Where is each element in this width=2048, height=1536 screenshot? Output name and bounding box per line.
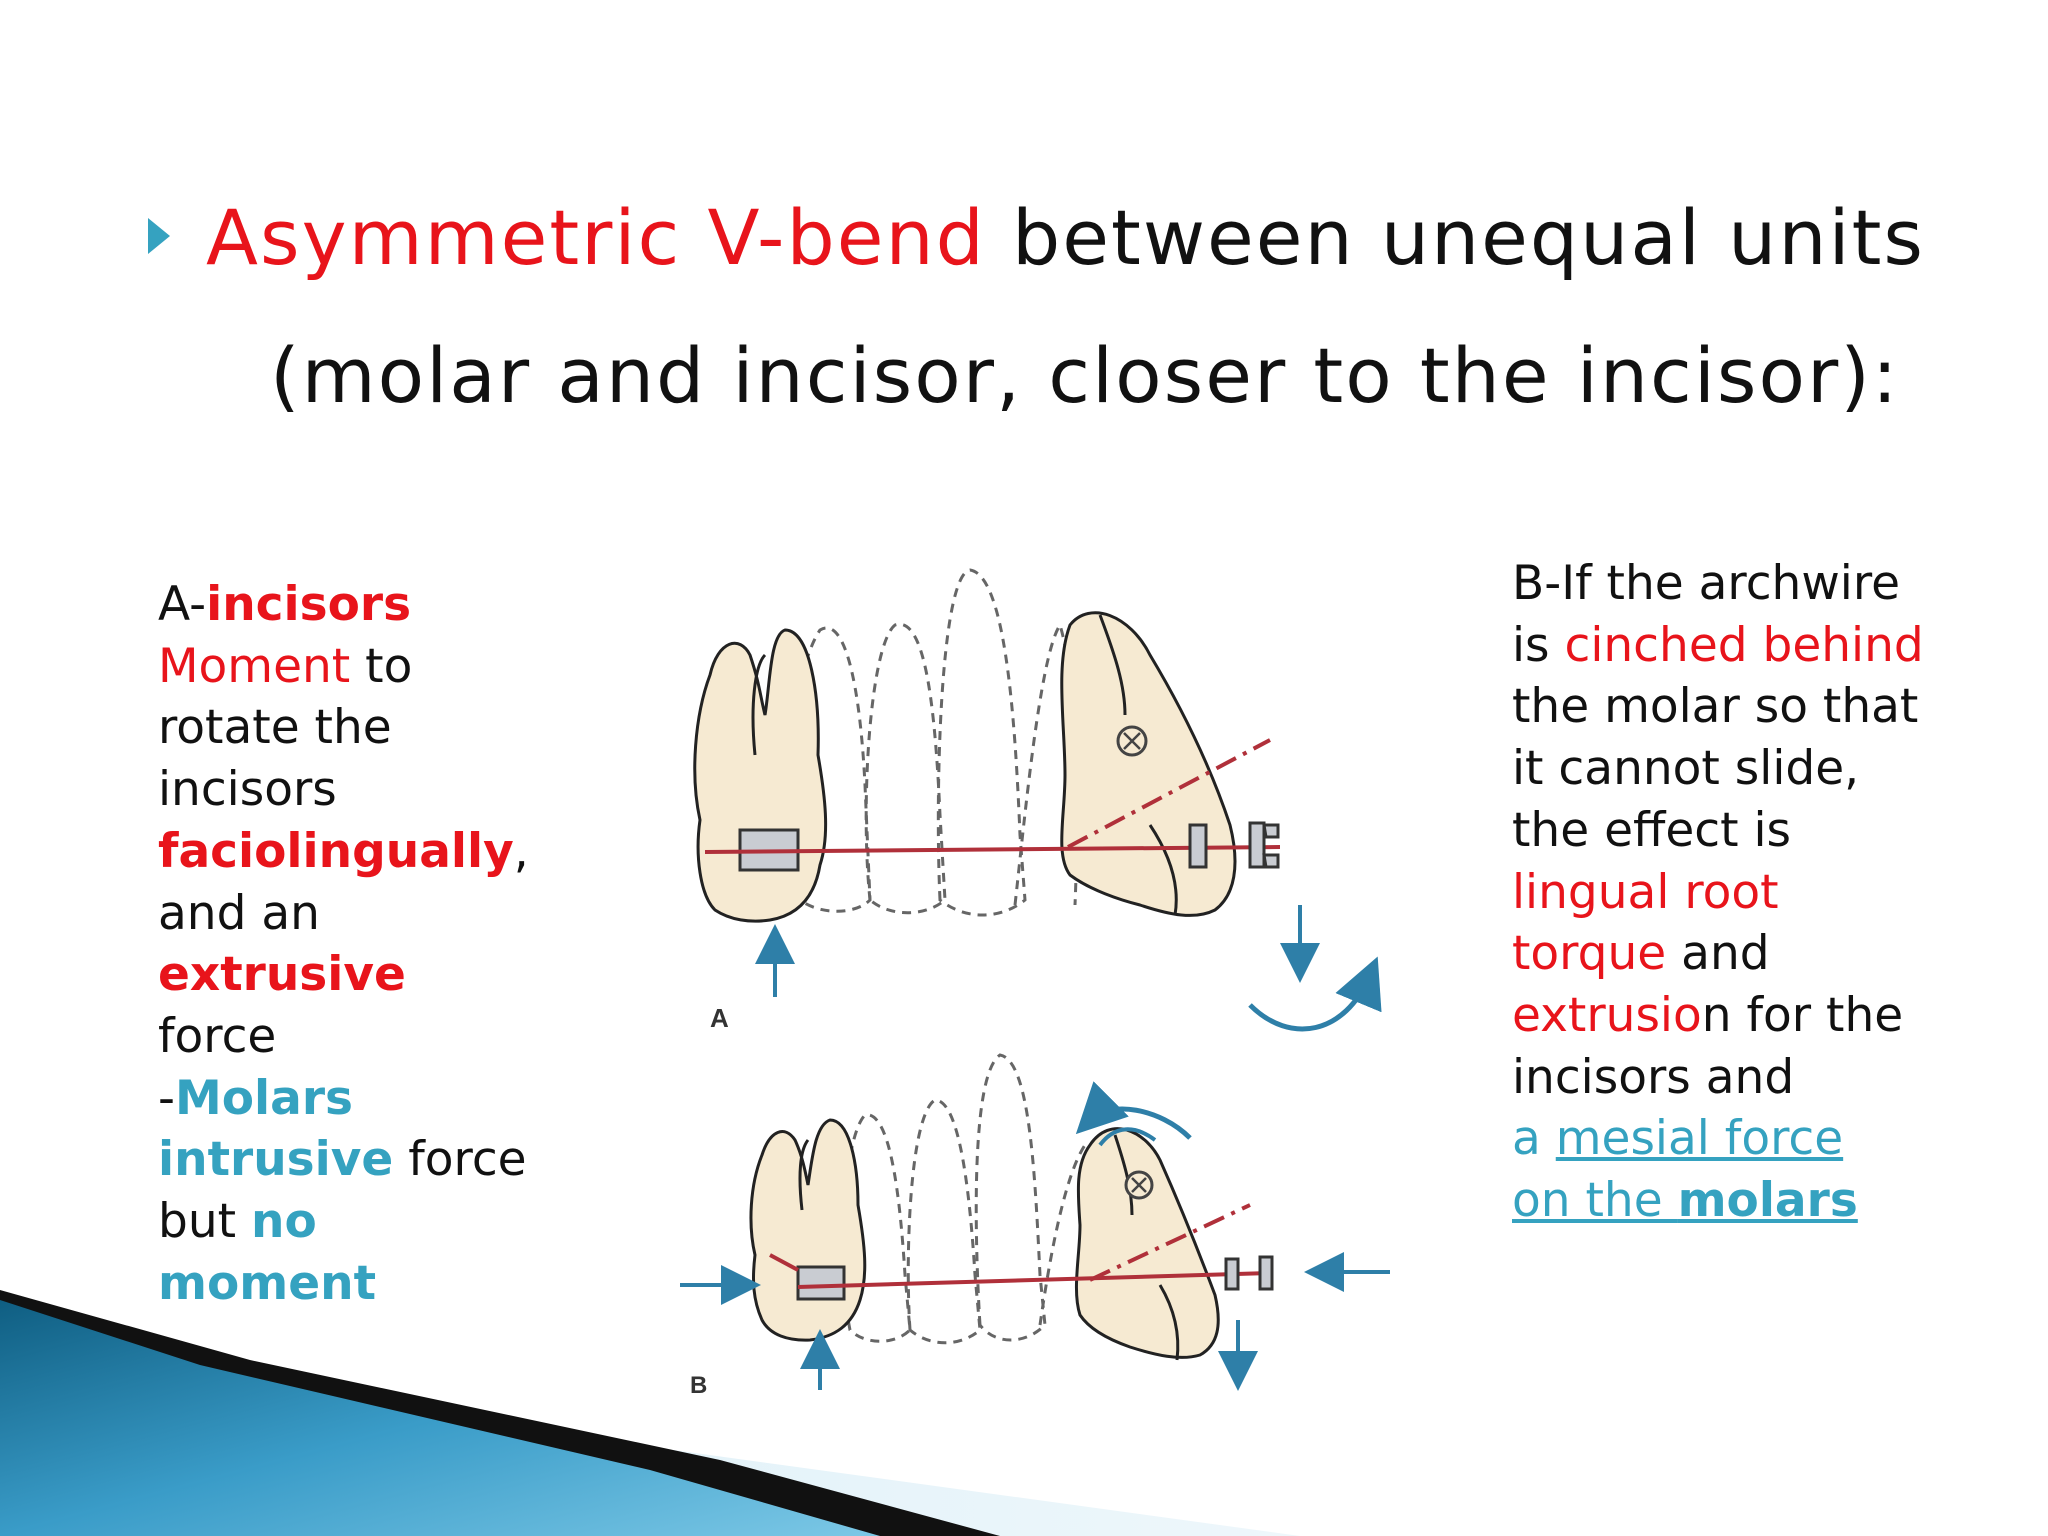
text-molars: Molars [174, 1070, 354, 1126]
text-comma: , [513, 823, 529, 879]
archwire-a [704, 845, 1281, 854]
text-cannot-slide: it cannot slide, [1512, 741, 1860, 797]
text-to: to [350, 638, 413, 694]
title-line-2: (molar and incisor, closer to the inciso… [270, 331, 1900, 420]
text-lingual-root: lingual root [1512, 864, 1779, 920]
incisor-bracket-b [1224, 1255, 1274, 1291]
text-moment-2: moment [158, 1255, 377, 1311]
dashed-teeth-a [788, 568, 1079, 917]
text-no: no [251, 1194, 317, 1250]
text-if-archwire: B-If the archwire [1512, 556, 1901, 611]
archwire-b [797, 1271, 1271, 1289]
incisor-bracket-a [1188, 821, 1280, 869]
text-is: is [1512, 617, 1565, 673]
text-moment: Moment [158, 638, 351, 694]
text-cinched-behind: cinched behind [1564, 617, 1924, 673]
text-rotate-the: rotate the [158, 700, 392, 756]
text-effect-is: the effect is [1512, 802, 1792, 858]
text-a: a [1512, 1111, 1556, 1167]
incisor-a [1060, 611, 1237, 917]
title-line-1: Asymmetric V-bend between unequal units [206, 168, 1925, 308]
text-extrusive: extrusive [158, 947, 406, 1003]
dashed-teeth-b [841, 1053, 1087, 1345]
text-incisors-2: incisors [158, 762, 337, 818]
text-incisors-and: incisors and [1512, 1049, 1795, 1105]
text-n-for-the: n for the [1701, 987, 1904, 1043]
link-molars[interactable]: molars [1677, 1173, 1858, 1229]
right-text-column: B-If the archwire is cinched behind the … [1512, 553, 2032, 1232]
text-intrusive: intrusive [158, 1132, 394, 1188]
torque-arrow-icon-b [1075, 1081, 1192, 1140]
text-extrusio: extrusio [1512, 987, 1702, 1043]
molar-bracket-b [796, 1265, 846, 1301]
left-text-column: A-incisors Moment to rotate the incisors… [158, 574, 598, 1314]
text-molar-so-that: the molar so that [1512, 679, 1919, 735]
molar-a [693, 628, 828, 923]
label-b: B [690, 1372, 707, 1399]
label-a: A [710, 1003, 729, 1033]
passive-wire-b [1089, 1203, 1251, 1282]
moment-arrow-icon-a [1248, 956, 1382, 1032]
tooth-diagram: A [680, 568, 1390, 1399]
diagram-a: A [693, 568, 1382, 1033]
link-on-the[interactable]: on the [1512, 1173, 1678, 1229]
bullet-arrow-icon [148, 218, 170, 254]
text-a-prefix: A- [158, 577, 207, 632]
text-and: and [1666, 926, 1770, 982]
text-and-an: and an [158, 885, 320, 941]
title-rest: between unequal units [985, 193, 1926, 282]
diagram-b: B [680, 1053, 1390, 1399]
link-mesial-force[interactable]: mesial force [1555, 1111, 1844, 1167]
text-faciolingually: faciolingually [158, 823, 514, 879]
text-incisors: incisors [206, 577, 412, 632]
incisor-b [1074, 1127, 1220, 1359]
text-force: force [158, 1008, 277, 1064]
passive-wire-a [1067, 738, 1271, 849]
decorative-swoosh [0, 1290, 1300, 1536]
text-dash: - [158, 1070, 175, 1126]
title-highlight: Asymmetric V-bend [206, 193, 986, 282]
text-but: but [158, 1194, 251, 1250]
text-torque: torque [1512, 926, 1667, 982]
text-force-2: force [393, 1132, 527, 1188]
